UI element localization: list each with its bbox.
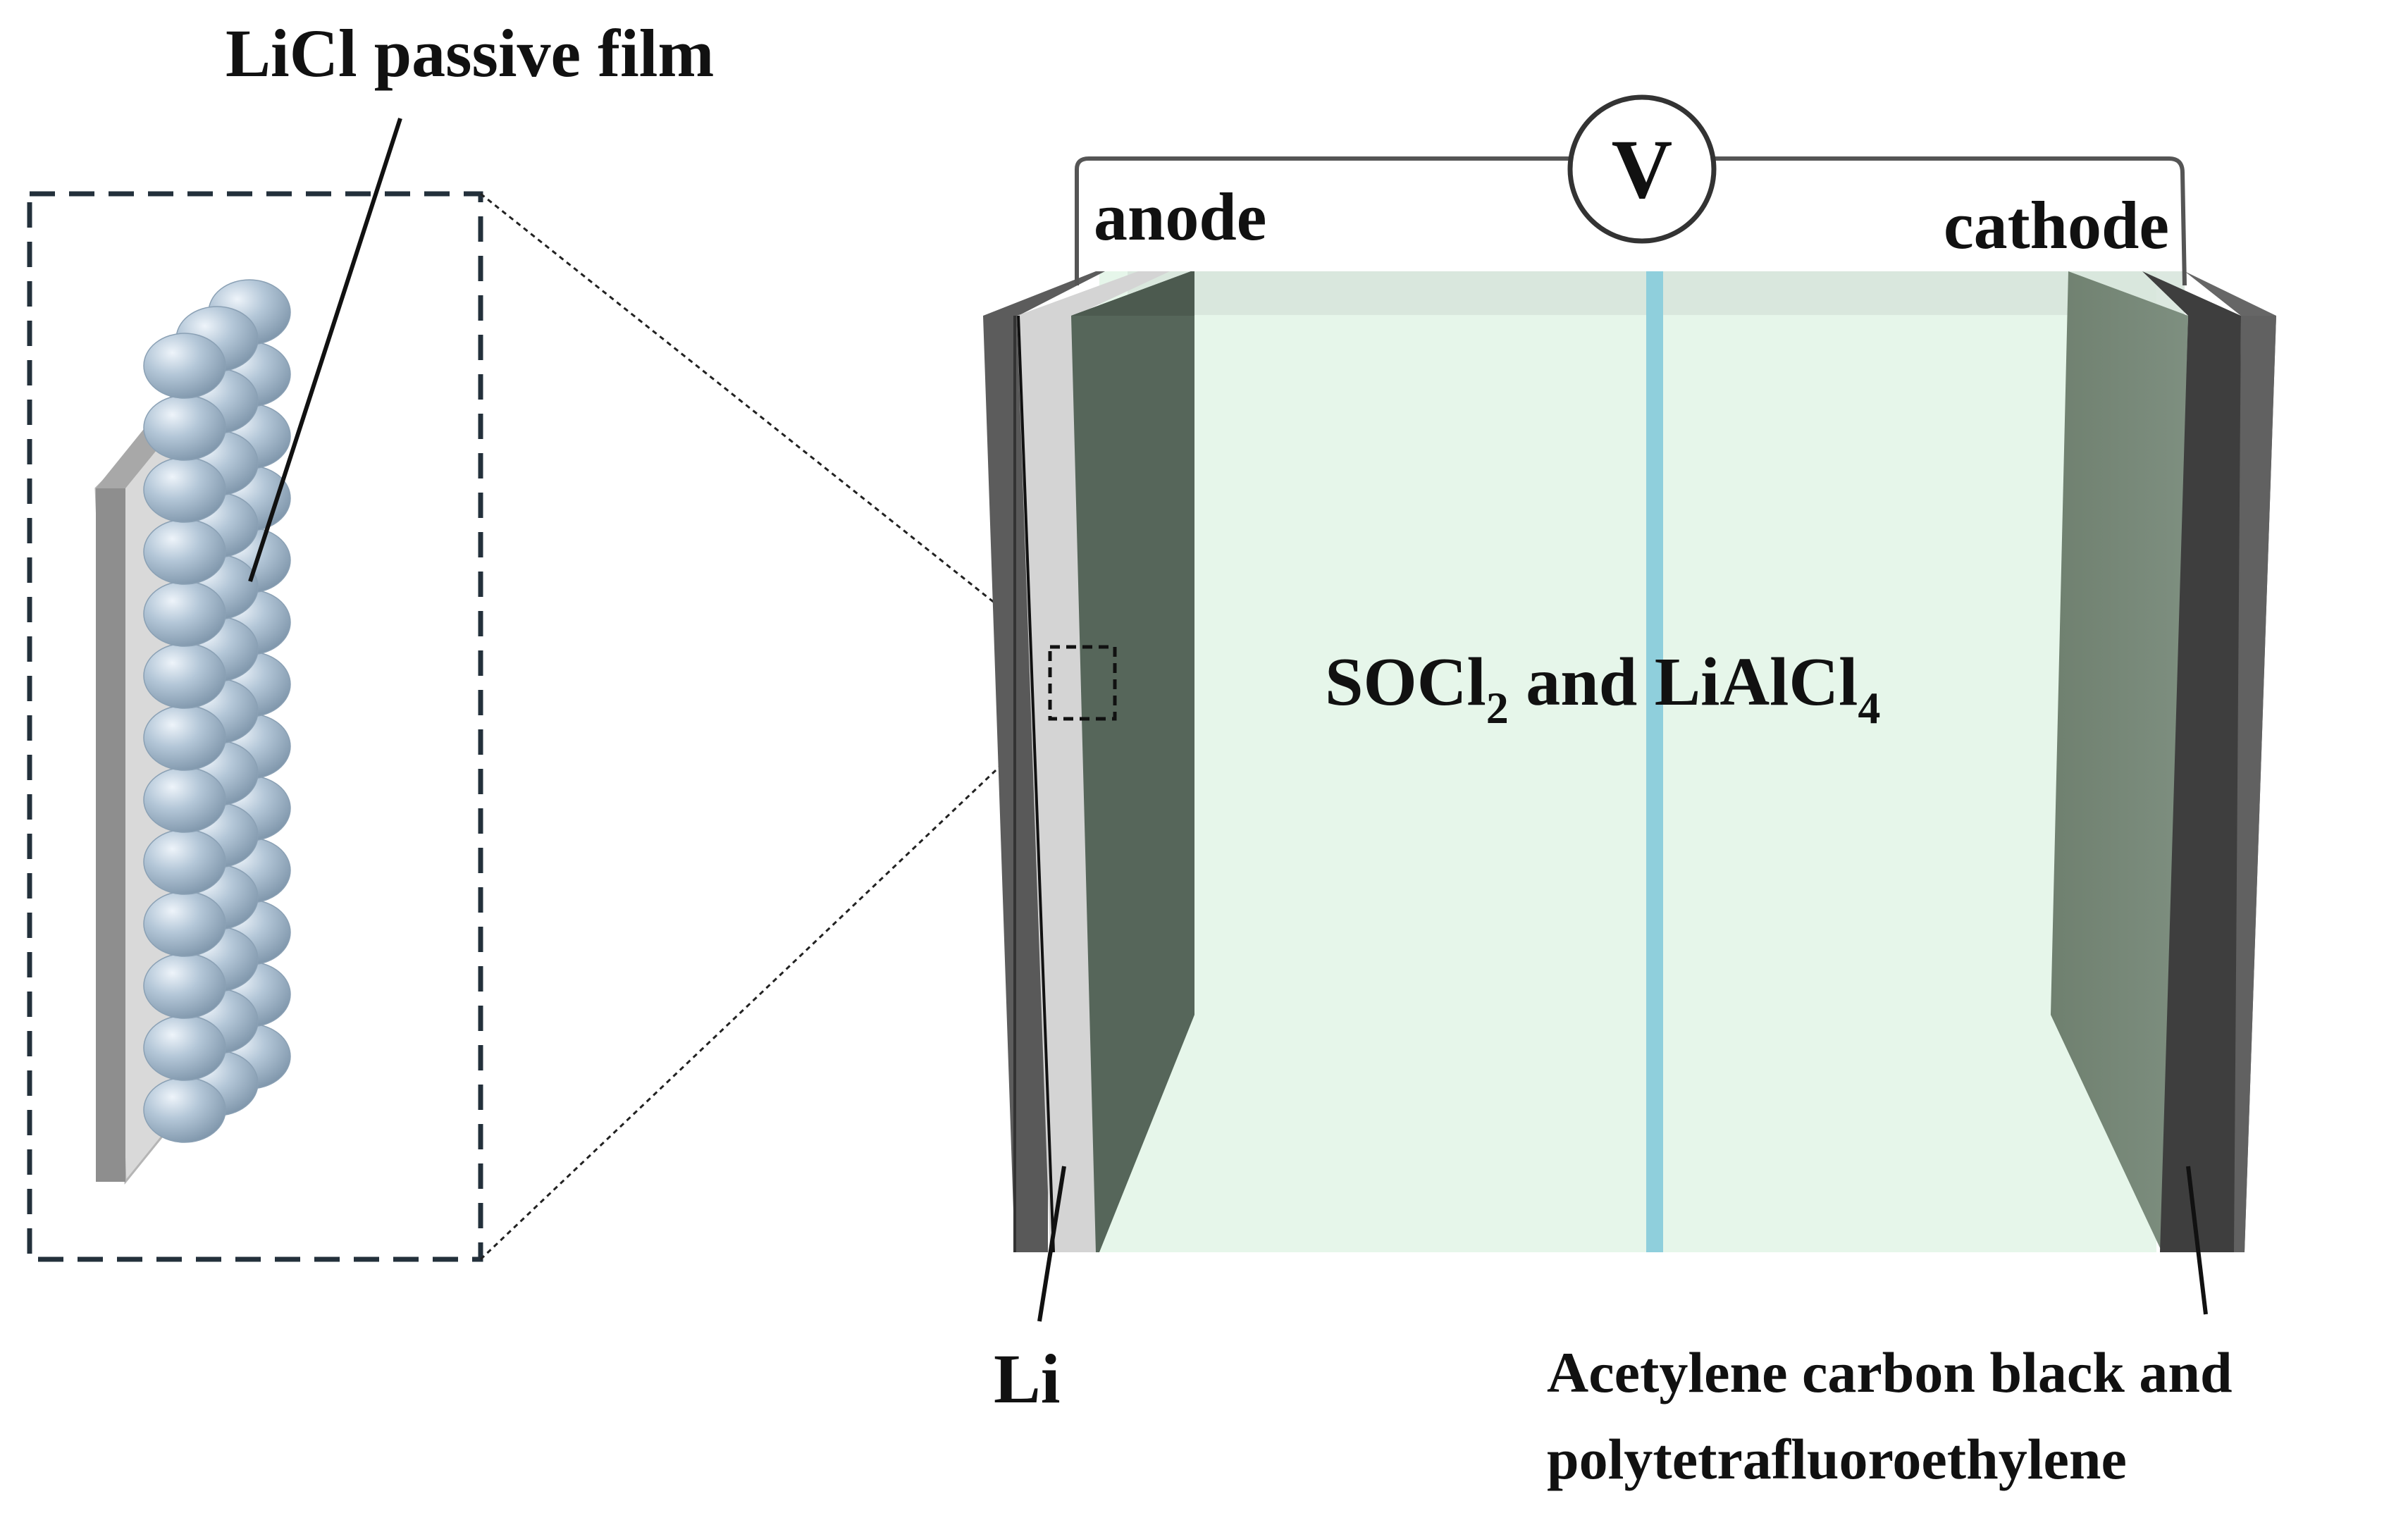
anode-label: anode [1094,179,1266,254]
anode-active-layer [1071,271,1194,1252]
circuit-wire-left [1075,156,1570,285]
zoom-target-box [1048,645,1117,721]
battery-cell: SOCl2 and LiAlCl4 [983,271,2276,1253]
zoom-connector-bottom [479,717,1051,1261]
licl-sphere [143,581,226,647]
cathode-label: cathode [1944,187,2169,263]
inset-dashed-box [27,191,483,1262]
external-circuit: V [1075,94,2187,286]
electrolyte-body [1099,271,2156,1252]
licl-sphere [143,829,226,895]
licl-sphere [143,519,226,585]
cathode-material-label-line1: Acetylene carbon black and [1547,1340,2233,1404]
cathode-active-layer [2051,271,2188,1252]
licl-sphere-array [143,279,291,1143]
cathode-outer-plate-face [2234,316,2276,1252]
lithium-layer [1017,271,1170,1252]
lithium-layer-divider [1017,315,1055,1253]
licl-sphere [143,891,226,957]
voltmeter-icon [1567,94,1717,244]
passive-film-leader-line [248,118,402,582]
separator [1646,271,1663,1252]
electrolyte-label: SOCl2 and LiAlCl4 [1325,644,1880,733]
inset-plate-side [96,488,125,1182]
cathode-inner-plate [2142,271,2241,1252]
licl-sphere [143,395,226,461]
zoom-inset: LiCl passive film [27,16,714,1262]
passive-film-label: LiCl passive film [226,16,714,91]
licl-sphere [143,1015,226,1081]
licl-sphere [143,333,226,399]
lithium-label: Li [994,1340,1060,1418]
licl-sphere [143,643,226,709]
licl-sphere [143,953,226,1019]
licl-sphere [143,705,226,771]
anode-active-top [1071,271,1194,316]
licl-sphere [143,457,226,523]
voltmeter-label: V [1612,122,1673,216]
cathode-material-leader-line [2186,1166,2208,1315]
zoom-connector-top [480,192,1051,648]
licl-sphere [143,767,226,833]
cathode-material-label-line2: polytetrafluoroethylene [1547,1427,2127,1491]
licl-sphere [143,1077,226,1143]
circuit-wire-right [1714,156,2187,286]
lithium-leader-line [1037,1166,1066,1322]
